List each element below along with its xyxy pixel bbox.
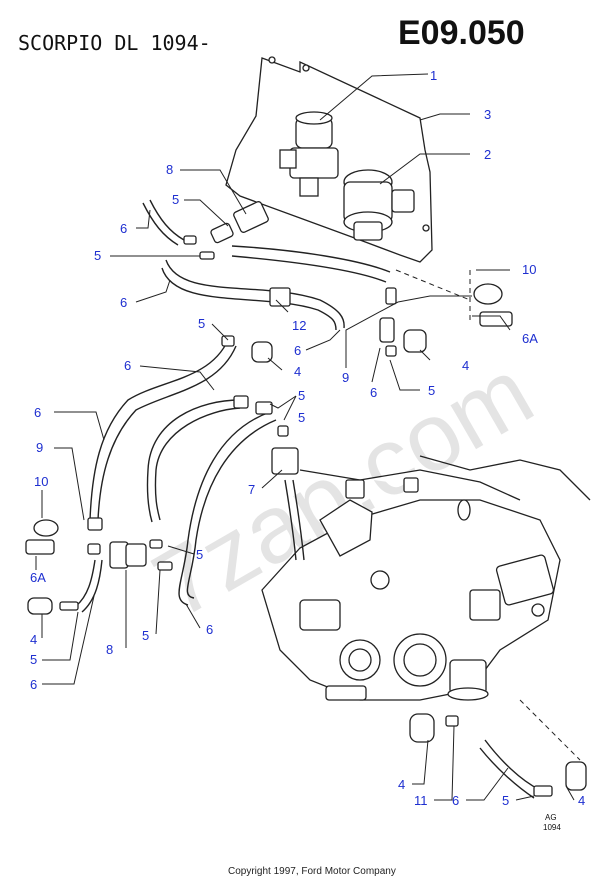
callout-9-left: 9 <box>36 440 43 455</box>
callout-5-right: 5 <box>428 383 435 398</box>
callout-5-upper-a: 5 <box>172 192 179 207</box>
mounting-bracket-drawing <box>210 56 433 263</box>
callout-labels: 1 3 2 8 5 6 5 6 10 12 5 6 6A 4 9 4 6 5 6… <box>30 68 585 808</box>
callout-6A-right: 6A <box>522 331 538 346</box>
hose-routing-drawing <box>25 199 587 799</box>
callout-12: 12 <box>292 318 306 333</box>
callout-6-upper-a: 6 <box>120 221 127 236</box>
callout-6-mid-b: 6 <box>124 358 131 373</box>
callout-5-mid-b: 5 <box>298 388 305 403</box>
callout-6-mid-a: 6 <box>294 343 301 358</box>
callout-9-right: 9 <box>342 370 349 385</box>
model-title: SCORPIO DL 1094- <box>18 31 211 55</box>
callout-5-mid-d: 5 <box>196 547 203 562</box>
copyright-text: Copyright 1997, Ford Motor Company <box>228 866 396 877</box>
leader-lines <box>35 73 575 801</box>
callout-6-left-a: 6 <box>34 405 41 420</box>
callout-7: 7 <box>248 482 255 497</box>
callout-2: 2 <box>484 147 491 162</box>
callout-6A-left: 6A <box>30 570 46 585</box>
drawing-mark-line1: AG <box>545 813 557 822</box>
callout-4-mid-a: 4 <box>294 364 301 379</box>
callout-10-left: 10 <box>34 474 48 489</box>
callout-10-right: 10 <box>522 262 536 277</box>
callout-5-lower-a: 5 <box>142 628 149 643</box>
throttle-body-drawing <box>261 455 591 701</box>
callout-8-upper: 8 <box>166 162 173 177</box>
callout-5-upper-b: 5 <box>94 248 101 263</box>
callout-1: 1 <box>430 68 437 83</box>
callout-5-left: 5 <box>30 652 37 667</box>
callout-3: 3 <box>484 107 491 122</box>
callout-5-mid-c: 5 <box>298 410 305 425</box>
callout-8-lower: 8 <box>106 642 113 657</box>
callout-6-lower-a: 6 <box>206 622 213 637</box>
drawing-mark-line2: 1094 <box>543 823 561 832</box>
callout-6-left-b: 6 <box>30 677 37 692</box>
callout-11: 11 <box>414 793 428 808</box>
callout-5-bottom: 5 <box>502 793 509 808</box>
callout-6-right: 6 <box>370 385 377 400</box>
callout-4-right: 4 <box>462 358 469 373</box>
callout-4-bottom-a: 4 <box>398 777 405 792</box>
callout-6-bottom: 6 <box>452 793 459 808</box>
callout-5-mid-a: 5 <box>198 316 205 331</box>
callout-6-upper-b: 6 <box>120 295 127 310</box>
callout-4-bottom-b: 4 <box>578 793 585 808</box>
callout-4-left: 4 <box>30 632 37 647</box>
figure-code: E09.050 <box>398 14 525 52</box>
